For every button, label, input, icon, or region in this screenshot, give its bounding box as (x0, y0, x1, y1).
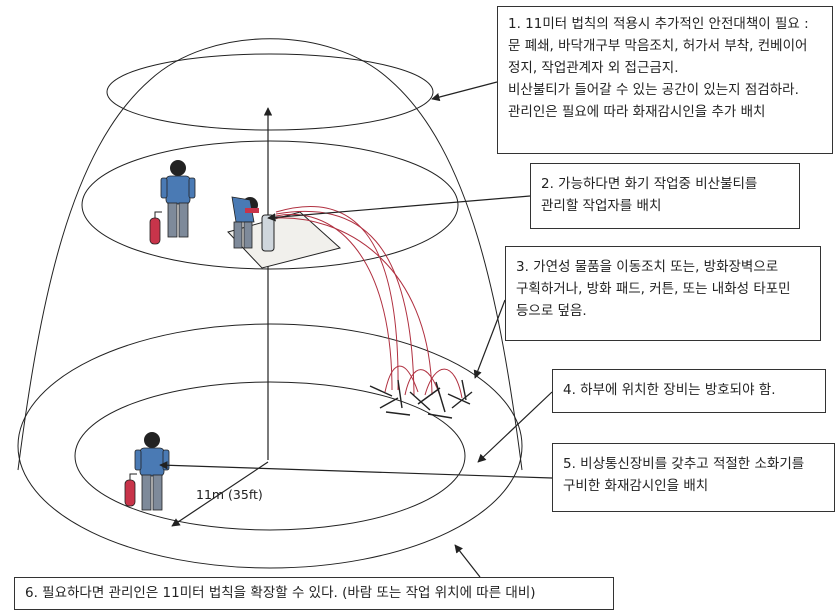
note-3-line-1: 3. 가연성 물품을 이동조치 또는, 방화장벽으로 (516, 259, 779, 275)
note-1-line-3: 정지, 작업관계자 외 접근금지. (508, 60, 679, 76)
spark-arcs (275, 205, 463, 399)
note-box-3: 3. 가연성 물품을 이동조치 또는, 방화장벽으로 구획하거나, 방화 패드,… (505, 246, 821, 341)
gas-cylinder (261, 214, 275, 252)
work-mat (227, 211, 342, 269)
note-3-line-2: 구획하거나, 방화 패드, 커튼, 또는 내화성 타포민 (516, 281, 791, 297)
dome-outline (17, 38, 523, 471)
note-2-line-2: 관리할 작업자를 배치 (541, 198, 662, 214)
welder-worker (231, 196, 259, 249)
note-2-line-1: 2. 가능하다면 화기 작업중 비산불티를 (541, 176, 758, 192)
upper-floor-ellipse (81, 140, 459, 270)
note-box-4: 4. 하부에 위치한 장비는 방호되야 함. (552, 369, 826, 413)
note-6-line-1: 6. 필요하다면 관리인은 11미터 법칙을 확장할 수 있다. (바람 또는 … (25, 585, 536, 601)
note-1-line-5: 관리인은 필요에 따라 화재감시인을 추가 배치 (508, 104, 766, 120)
note-box-2: 2. 가능하다면 화기 작업중 비산불티를 관리할 작업자를 배치 (530, 163, 800, 229)
note-box-6: 6. 필요하다면 관리인은 11미터 법칙을 확장할 수 있다. (바람 또는 … (14, 577, 614, 610)
note-5-line-2: 구비한 화재감시인을 배치 (563, 478, 709, 494)
top-ellipse (106, 53, 434, 131)
fire-extinguisher-upper (149, 211, 162, 245)
note-1-line-1: 1. 11미터 법칙의 적용시 추가적인 안전대책이 필요 : (508, 16, 809, 32)
radius-arrow (171, 461, 269, 527)
note-1-line-2: 문 폐쇄, 바닥개구부 막음조치, 허가서 부착, 컨베이어 (508, 38, 808, 54)
lower-floor-ellipse-outer (17, 323, 523, 569)
spark-burst (369, 379, 473, 419)
lower-floor-ellipse-inner (74, 381, 466, 531)
callout-arrows (159, 81, 553, 578)
fire-watch-worker-upper (160, 160, 196, 238)
fire-extinguisher-lower (124, 473, 137, 507)
note-1-line-4: 비산불티가 들어갈 수 있는 공간이 있는지 점검하라. (508, 82, 799, 98)
note-box-5: 5. 비상통신장비를 갖추고 적절한 소화기를 구비한 화재감시인을 배치 (552, 443, 835, 512)
distance-label: 11m (35ft) (196, 487, 263, 502)
fire-watch-worker-lower (134, 432, 170, 511)
note-4-line-1: 4. 하부에 위치한 장비는 방호되야 함. (563, 382, 776, 398)
note-5-line-1: 5. 비상통신장비를 갖추고 적절한 소화기를 (563, 456, 805, 472)
note-3-line-3: 등으로 덮음. (516, 303, 587, 319)
note-box-1: 1. 11미터 법칙의 적용시 추가적인 안전대책이 필요 : 문 폐쇄, 바닥… (497, 6, 833, 154)
